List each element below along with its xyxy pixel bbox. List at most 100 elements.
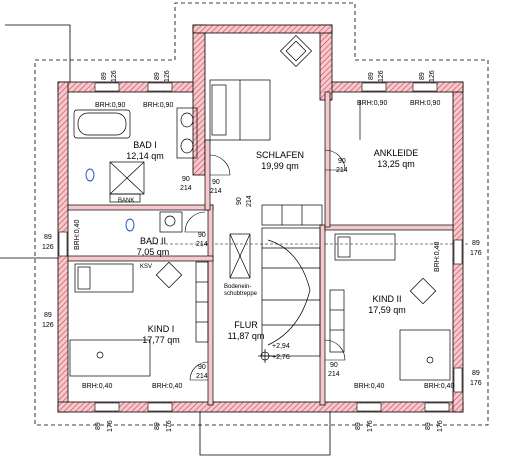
window-height: 126 <box>42 244 54 251</box>
kind1-bed <box>74 263 134 293</box>
window-width: 89 <box>44 312 52 319</box>
brh-label: BRH:0,40 <box>354 383 385 390</box>
washbasins <box>176 107 198 159</box>
window-height: 126 <box>378 70 385 82</box>
door-width: 90 <box>236 197 243 205</box>
toilet <box>85 168 135 232</box>
room-ankleide: ANKLEIDE 13,25 qm <box>364 148 428 169</box>
bad2-basin <box>159 211 183 233</box>
window-width: 89 <box>154 72 161 80</box>
roof-outline <box>34 2 489 426</box>
brh-label: BRH:0,40 <box>74 219 81 250</box>
window-width: 89 <box>419 72 426 80</box>
bathtub <box>73 109 131 139</box>
window-width: 89 <box>368 72 375 80</box>
door-width: 90 <box>330 362 338 369</box>
door-width: 90 <box>182 176 190 183</box>
door-width: 90 <box>338 158 346 165</box>
shower <box>109 161 145 203</box>
room-name: BAD I <box>133 140 157 150</box>
bank-label: BANK <box>118 198 135 204</box>
reference-lines <box>0 24 470 456</box>
door-height: 214 <box>328 371 340 378</box>
brh-label: BRH:0,40 <box>82 383 113 390</box>
room-area: 19,99 qm <box>261 161 299 171</box>
door-height: 214 <box>336 167 348 174</box>
level-label-2: +2,76 <box>272 354 290 361</box>
brh-label: BRH:0,40 <box>434 241 441 272</box>
attic-ladder <box>229 233 251 279</box>
window-width: 89 <box>425 422 432 430</box>
level-label-1: +2,94 <box>272 343 290 350</box>
room-name: KIND I <box>147 324 175 334</box>
window-height: 126 <box>429 70 436 82</box>
window-height: 126 <box>42 322 54 329</box>
window-height: 176 <box>166 420 173 432</box>
interior-walls <box>67 91 454 406</box>
brh-label: BRH:0,90 <box>143 102 174 109</box>
window-width: 89 <box>472 240 480 247</box>
window-width: 89 <box>154 422 161 430</box>
window-width: 89 <box>472 370 480 377</box>
room-area: 13,25 qm <box>377 159 415 169</box>
room-flur: FLUR 11,87 qm <box>218 320 274 341</box>
window-openings <box>58 82 463 412</box>
room-name: SCHLAFEN <box>255 150 304 160</box>
window-width: 89 <box>355 422 362 430</box>
door-height: 214 <box>210 188 222 195</box>
armchair <box>279 34 313 68</box>
bed <box>209 79 271 141</box>
window-height: 176 <box>107 420 114 432</box>
doors <box>184 149 346 381</box>
kind2-bed <box>334 233 396 261</box>
window-width: 89 <box>44 234 52 241</box>
room-area: 12,14 qm <box>126 151 164 161</box>
kind2-desk <box>399 329 451 381</box>
staircase <box>261 227 321 357</box>
window-height: 176 <box>470 380 482 387</box>
room-name: ANKLEIDE <box>373 148 419 158</box>
room-area: 17,77 qm <box>142 335 180 345</box>
brh-label: BRH:0,40 <box>152 383 183 390</box>
room-name: FLUR <box>234 320 258 330</box>
ksv-label: KSV <box>140 264 153 270</box>
door-width: 90 <box>198 364 206 371</box>
kind2-wardrobe <box>329 289 345 353</box>
window-height: 176 <box>437 420 444 432</box>
door-height: 214 <box>196 373 208 380</box>
door-width: 90 <box>212 179 220 186</box>
attic-ladder-label-2: schubtreppe <box>224 291 258 297</box>
room-kind2: KIND II 17,59 qm <box>360 294 414 315</box>
brh-label: BRH:0,90 <box>357 100 388 107</box>
room-schlafen: SCHLAFEN 19,99 qm <box>248 150 312 171</box>
window-width: 89 <box>95 422 102 430</box>
kind1-desk <box>69 339 151 377</box>
door-height: 214 <box>196 241 208 248</box>
window-height: 176 <box>470 250 482 257</box>
room-name: BAD II <box>139 236 166 246</box>
window-height: 176 <box>367 420 374 432</box>
brh-label: BRH:0,40 <box>424 383 455 390</box>
door-height: 214 <box>180 185 192 192</box>
door-width: 90 <box>198 232 206 239</box>
room-bad2: BAD II 7,05 qm <box>128 236 178 257</box>
window-width: 89 <box>101 72 108 80</box>
brh-label: BRH:0,90 <box>95 102 126 109</box>
kind1-chair <box>155 261 183 289</box>
room-bad1: BAD I 12,14 qm <box>120 140 170 161</box>
door-height: 214 <box>246 195 253 207</box>
level-marker <box>258 349 272 363</box>
window-height: 126 <box>164 70 171 82</box>
flur-shelves <box>261 204 323 226</box>
kind1-wardrobe <box>195 261 209 343</box>
room-area: 7,05 qm <box>136 247 170 257</box>
brh-label: BRH:0,90 <box>410 100 441 107</box>
kind2-chair <box>409 277 437 305</box>
room-kind1: KIND I 17,77 qm <box>136 324 186 345</box>
window-height: 126 <box>111 70 118 82</box>
room-area: 17,59 qm <box>368 305 406 315</box>
attic-ladder-label-1: Bodenein- <box>224 284 252 290</box>
room-name: KIND II <box>372 294 402 304</box>
